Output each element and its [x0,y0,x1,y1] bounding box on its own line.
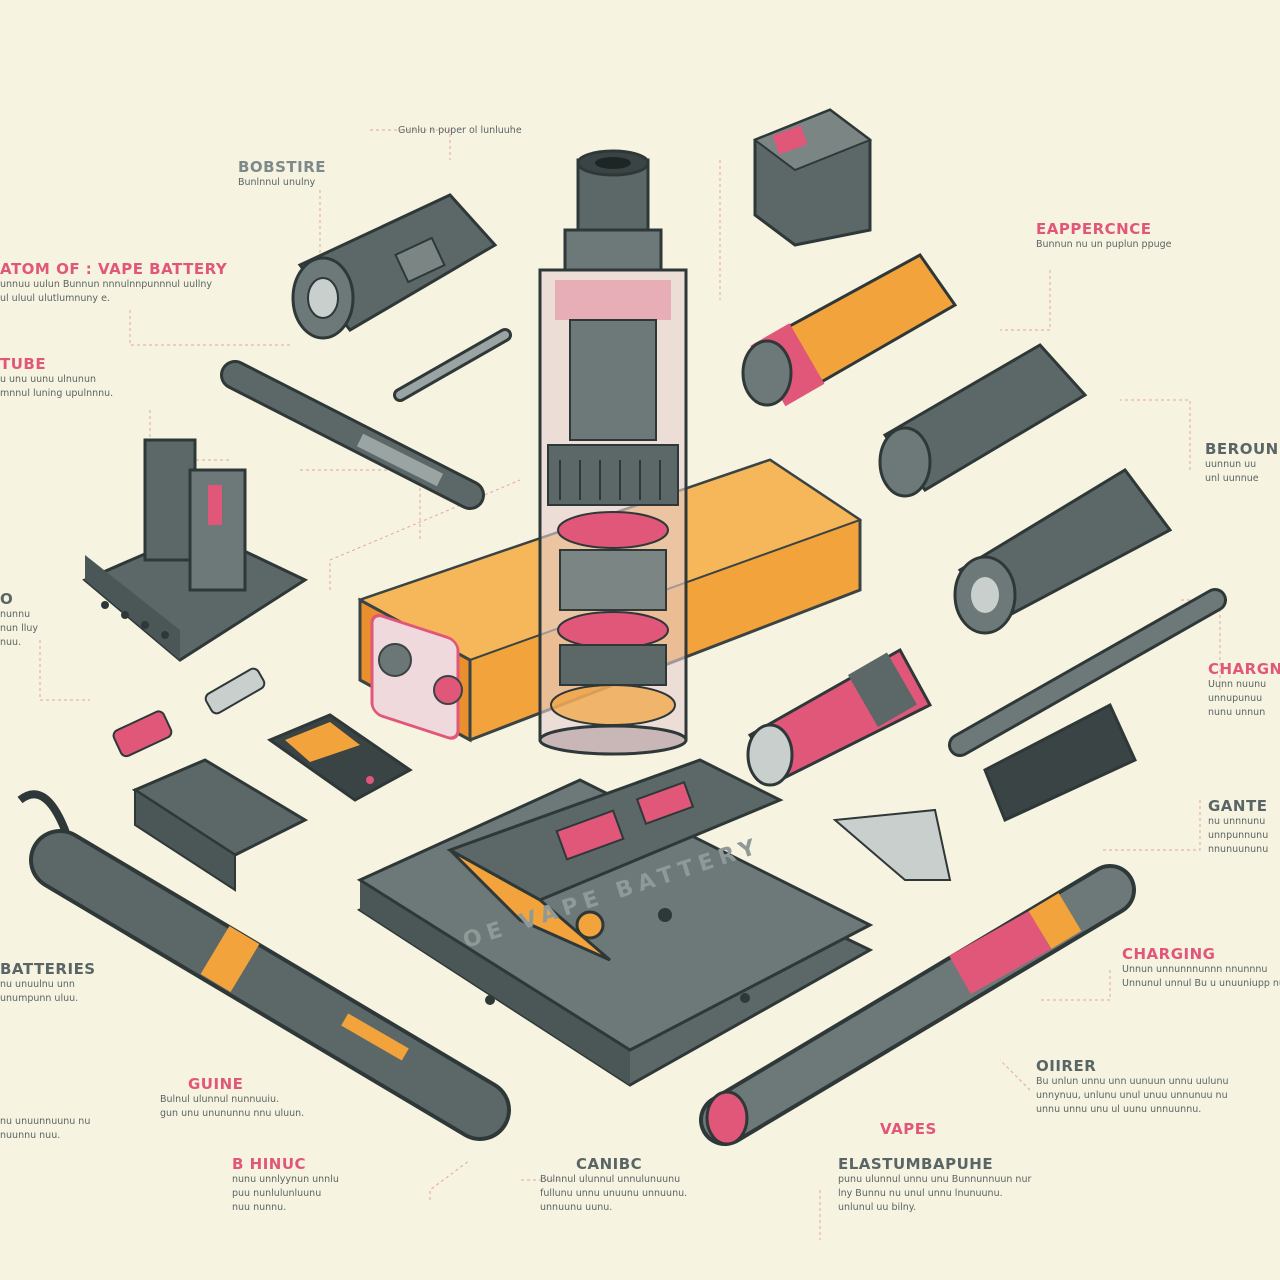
label-anatomy-desc: unnuu uulun Bunnun nnnulnnpunnnul uullny… [0,279,213,304]
base-cartridge-unit [446,758,784,962]
label-tube-title: TUBE [0,355,47,373]
label-boostire: BOBSTIRE Bunlnnul unulny [238,158,326,190]
gray-cylinder-battery [291,193,498,340]
cube-mod-device [752,108,873,247]
stylus-pen-right [948,588,1227,757]
pink-battery-right [746,647,933,787]
label-elastum: ELASTUMBAPUHE punu ulunnul unnu unu Bunn… [838,1155,1031,1215]
coil-unit-right [832,702,1137,881]
label-eappercnce-title: EAPPERCNCE [1036,220,1152,238]
label-chargn-title: CHARGN [1208,660,1280,678]
gray-battery-right-2 [953,468,1173,635]
label-gante-title: GANTE [1208,797,1268,815]
label-side-o-title: O [0,590,14,608]
label-anatomy: ATOM OF : VAPE BATTERY unnuu uulun Bunnu… [0,260,227,306]
battery-charger-dock [82,438,309,662]
slim-vape-pen [220,360,485,510]
label-eappercnce: EAPPERCNCE Bunnun nu un puplun ppuge [1036,220,1172,252]
label-beroun-title: BEROUN [1205,440,1279,458]
label-guine: GUINE Bulnul ulunnul nunnuuiu.gun unu un… [160,1075,304,1121]
label-eappercnce-desc: Bunnun nu un puplun ppuge [1036,239,1172,250]
label-boostire-title: BOBSTIRE [238,158,327,176]
label-boostire-desc: Bunlnnul unulny [238,177,316,188]
label-oiirer: OIIRER Bu unlun unnu unn uunuun unnu uul… [1036,1057,1228,1117]
gray-battery-right-1 [878,343,1088,498]
label-guine-title: GUINE [188,1075,244,1093]
label-vapes-title: VAPES [880,1120,937,1138]
label-oiirer-title: OIIRER [1036,1057,1097,1075]
cartridge-pod [131,758,309,892]
label-charging-title: CHARGING [1122,945,1216,963]
label-anatomy-title: ATOM OF : VAPE BATTERY [0,260,228,278]
label-vapes: VAPES [880,1120,937,1138]
central-atomizer-tank [538,149,688,756]
label-batteries-title: BATTERIES [0,960,96,978]
long-vape-pen-right [699,864,1136,1146]
orange-cylinder-battery [741,253,958,407]
small-probe-tool [393,328,512,402]
top-note: Gunlu n puper ol lunluuhe [398,125,522,136]
label-guine-desc: Bulnul ulunnul nunnuuiu.gun unu unununnu… [160,1094,305,1119]
small-battery-pieces [112,667,413,802]
long-mod-pen-left [17,790,511,1141]
label-bhinuc-title: B HINUC [232,1155,307,1173]
label-elastum-title: ELASTUMBAPUHE [838,1155,994,1173]
label-canibc-title: CANIBC [576,1155,643,1173]
